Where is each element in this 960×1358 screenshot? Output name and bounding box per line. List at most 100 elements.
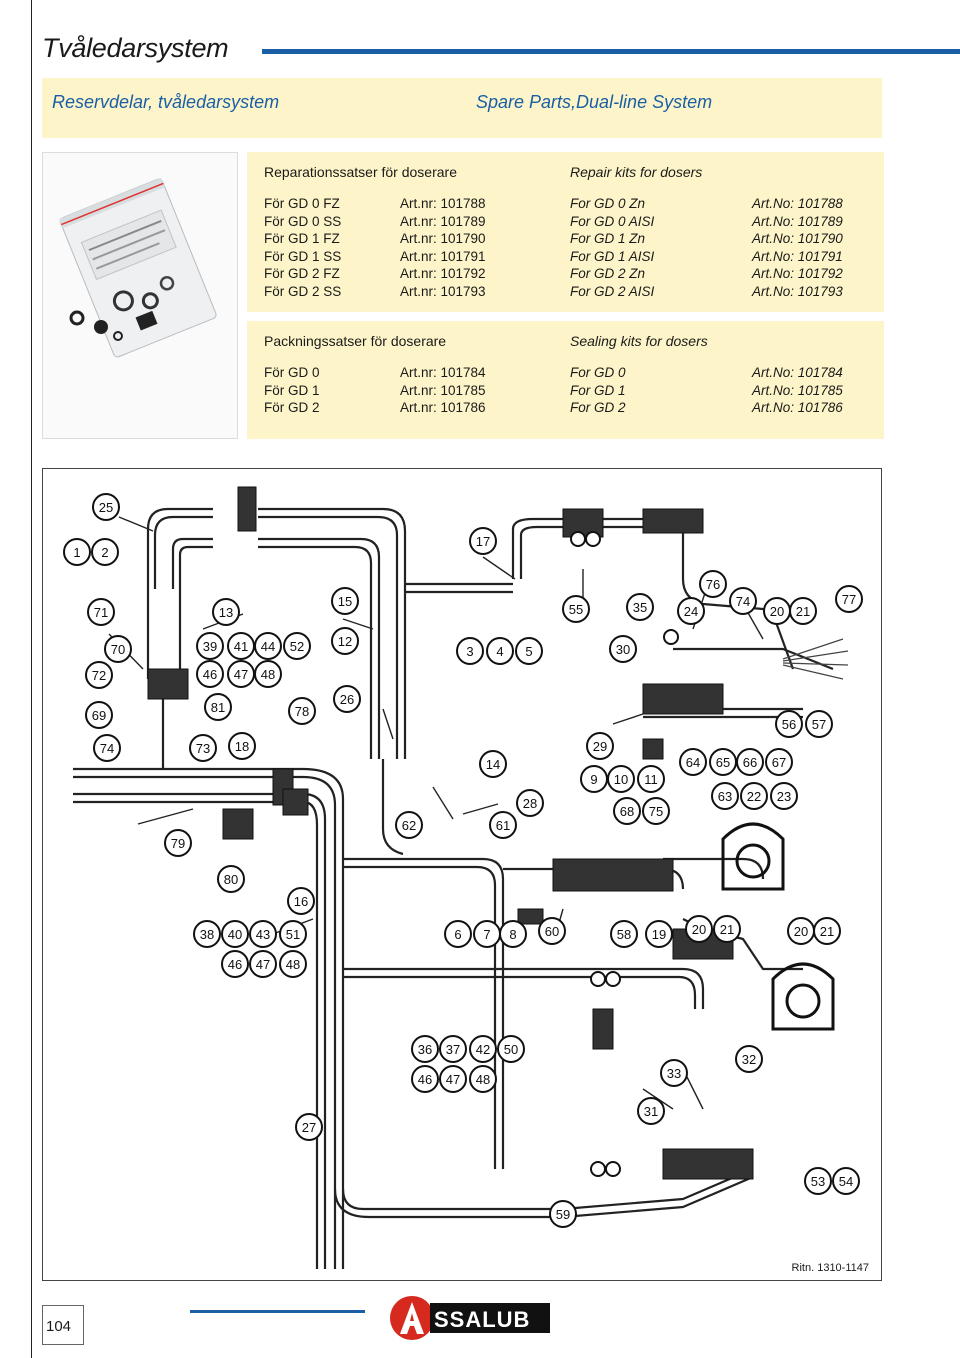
callout-62: 62 (395, 811, 423, 839)
item-artnr: Art.nr: 101790 (400, 231, 486, 247)
callout-label: 22 (747, 789, 761, 804)
callout-label: 79 (171, 836, 185, 851)
callout-30: 30 (609, 635, 637, 663)
callout-circle (735, 1045, 763, 1073)
callout-label: 2 (101, 545, 108, 560)
callout-circle (685, 915, 713, 943)
callout-circle (104, 635, 132, 663)
item-name-en: For GD 0 (570, 365, 626, 380)
repair-kits-heading-sv: Reparationssatser för doserare (264, 164, 457, 180)
callout-circle (586, 732, 614, 760)
callout-label: 30 (616, 642, 630, 657)
item-artno: Art.No: 101792 (752, 266, 843, 282)
item-name-en: For GD 1 AISI (570, 248, 655, 264)
callout-54: 54 (832, 1167, 860, 1195)
callout-circle (679, 748, 707, 776)
callout-21: 21 (813, 917, 841, 945)
callout-circle (469, 1065, 497, 1093)
callout-46: 46 (196, 660, 224, 688)
callout-9: 9 (580, 765, 608, 793)
callout-70: 70 (104, 635, 132, 663)
callout-circle (85, 661, 113, 689)
callout-label: 69 (92, 708, 106, 723)
callout-59: 59 (549, 1200, 577, 1228)
callout-circle (279, 950, 307, 978)
callout-label: 4 (496, 644, 503, 659)
callout-29: 29 (586, 732, 614, 760)
callout-label: 64 (686, 755, 700, 770)
callout-20: 20 (685, 915, 713, 943)
callout-label: 38 (200, 927, 214, 942)
repair-kits-list: För GD 0 FZ Art.nr: 101788 For GD 0 Zn A… (247, 196, 884, 302)
callout-circle (87, 598, 115, 626)
callout-60: 60 (538, 917, 566, 945)
item-name-sv: För GD 1 (264, 382, 320, 398)
item-artnr: Art.nr: 101792 (400, 266, 486, 282)
callout-20: 20 (763, 597, 791, 625)
callout-67: 67 (765, 748, 793, 776)
callout-50: 50 (497, 1035, 525, 1063)
callout-66: 66 (736, 748, 764, 776)
callout-circle (331, 627, 359, 655)
callout-5: 5 (515, 637, 543, 665)
callout-56: 56 (775, 710, 803, 738)
callout-label: 47 (256, 957, 270, 972)
callout-circle (196, 660, 224, 688)
item-artnr: Art.nr: 101789 (400, 213, 486, 229)
callout-26: 26 (333, 685, 361, 713)
callout-37: 37 (439, 1035, 467, 1063)
callout-41: 41 (227, 632, 255, 660)
item-artno: Art.No: 101791 (752, 248, 843, 264)
callout-label: 73 (196, 741, 210, 756)
callout-46: 46 (221, 950, 249, 978)
callout-circle (91, 538, 119, 566)
sealing-kits-heading-sv: Packningssatser för doserare (264, 333, 447, 349)
left-margin-rule (31, 0, 32, 1358)
callout-label: 61 (496, 818, 510, 833)
subtitle-band: Reservdelar, tvåledarsystem Spare Parts,… (42, 78, 882, 138)
callout-circle (254, 660, 282, 688)
callout-circle (729, 587, 757, 615)
callout-label: 24 (684, 604, 698, 619)
callout-circle (765, 748, 793, 776)
callout-8: 8 (499, 920, 527, 948)
callout-64: 64 (679, 748, 707, 776)
callout-label: 75 (649, 804, 663, 819)
callout-label: 41 (234, 639, 248, 654)
callout-label: 36 (418, 1042, 432, 1057)
callout-47: 47 (439, 1065, 467, 1093)
callout-28: 28 (516, 789, 544, 817)
callout-circle (479, 750, 507, 778)
callout-circle (469, 1035, 497, 1063)
list-item: För GD 2 Art.nr: 101786 For GD 2 Art.No:… (247, 400, 884, 418)
callout-78: 78 (288, 697, 316, 725)
callout-35: 35 (626, 593, 654, 621)
callout-23: 23 (770, 782, 798, 810)
list-item: För GD 1 Art.nr: 101785 For GD 1 Art.No:… (247, 383, 884, 401)
callout-label: 70 (111, 642, 125, 657)
callout-circle (288, 697, 316, 725)
callout-circle (439, 1065, 467, 1093)
callout-10: 10 (607, 765, 635, 793)
callout-circle (411, 1065, 439, 1093)
callout-label: 10 (614, 772, 628, 787)
callout-circle (279, 920, 307, 948)
callout-circle (295, 1113, 323, 1141)
callout-47: 47 (227, 660, 255, 688)
callout-circle (85, 701, 113, 729)
callout-14: 14 (479, 750, 507, 778)
item-artno: Art.No: 101793 (752, 283, 843, 299)
callout-40: 40 (221, 920, 249, 948)
callout-24: 24 (677, 597, 705, 625)
callout-label: 48 (476, 1072, 490, 1087)
callout-74: 74 (729, 587, 757, 615)
item-artnr: Art.nr: 101788 (400, 196, 486, 211)
callout-label: 47 (234, 667, 248, 682)
callout-circle (489, 811, 517, 839)
callout-circle (613, 797, 641, 825)
list-item: För GD 2 SS Art.nr: 101793 For GD 2 AISI… (247, 284, 884, 302)
callout-circle (713, 915, 741, 943)
callout-circle (805, 710, 833, 738)
callout-79: 79 (164, 829, 192, 857)
callout-circle (497, 1035, 525, 1063)
